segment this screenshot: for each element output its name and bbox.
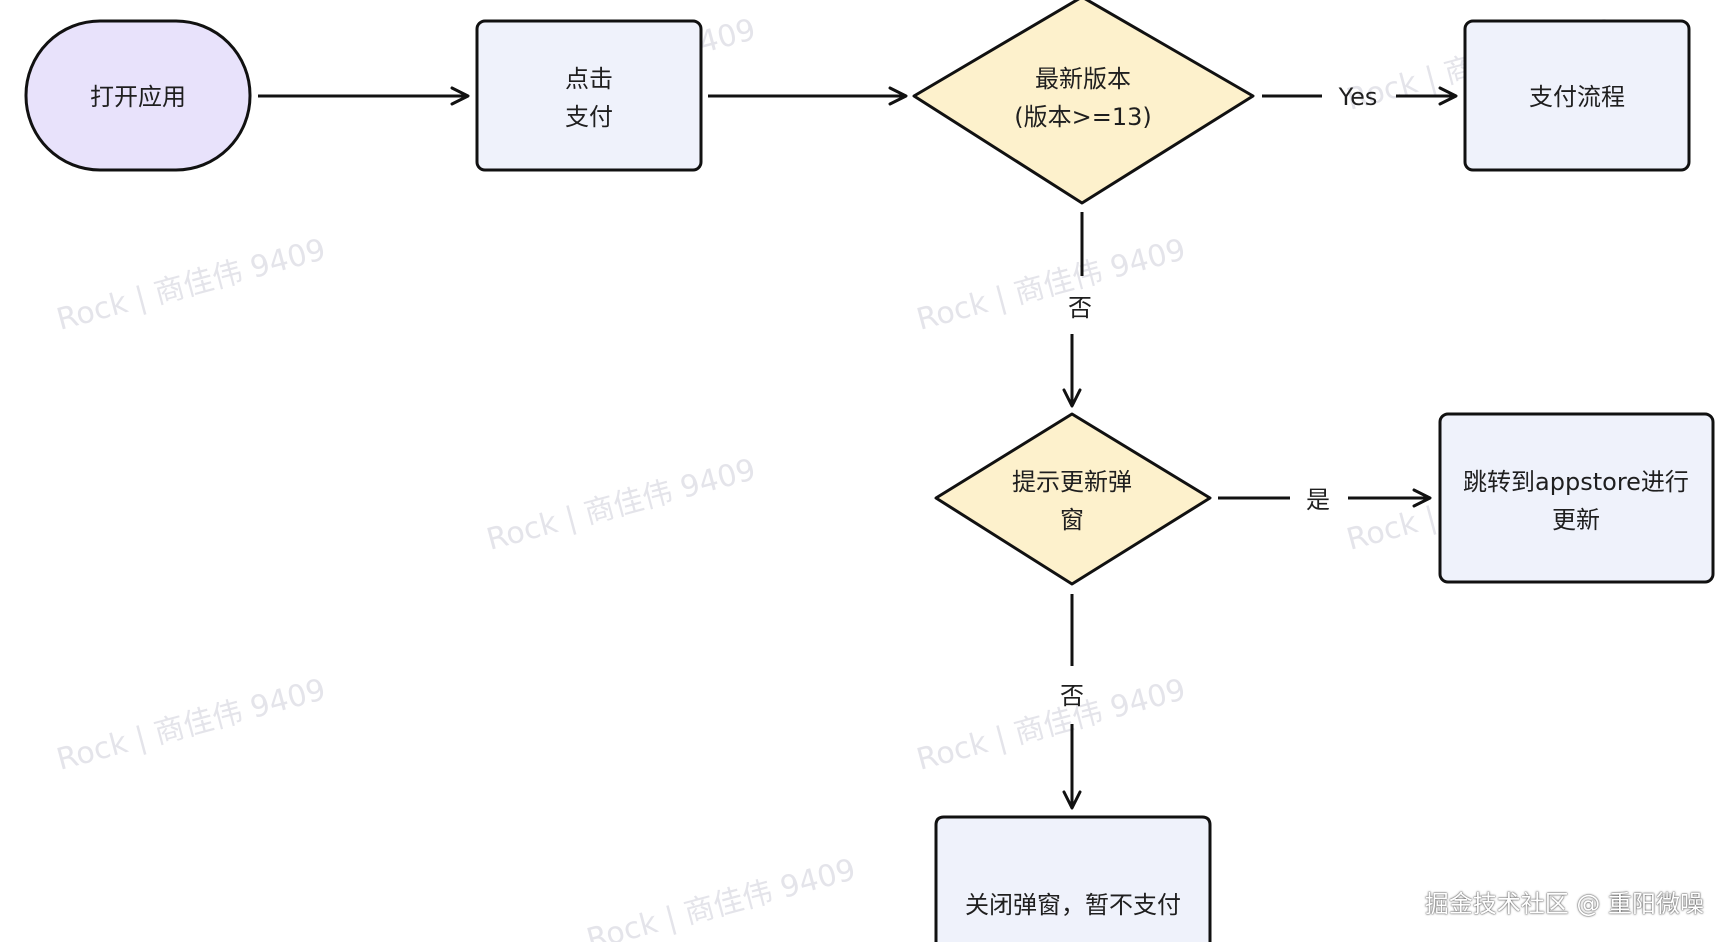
node-pay-flow[interactable]: 支付流程 — [1463, 19, 1691, 172]
watermark: Rock | 商佳伟 9409 — [913, 232, 1189, 337]
decision-shape — [934, 412, 1212, 586]
process-shape — [1463, 19, 1691, 172]
watermark: Rock | 商佳伟 9409 — [583, 852, 859, 942]
node-label-line2: 支付 — [565, 103, 613, 131]
process-shape — [934, 815, 1212, 942]
node-label: 支付流程 — [1529, 83, 1625, 111]
watermarks: Rock | 商佳伟 9409 Rock | 商佳伟 9409 Rock | 商… — [53, 12, 1619, 942]
node-click-pay[interactable]: 点击 支付 — [475, 19, 703, 172]
node-goto-appstore[interactable]: 跳转到appstore进行 更新 — [1438, 412, 1715, 584]
node-label-line1: 跳转到appstore进行 — [1463, 468, 1689, 496]
node-label-line2: (版本>=13) — [1014, 103, 1151, 131]
node-close-popup[interactable]: 关闭弹窗，暂不支付 — [934, 815, 1212, 942]
terminal-shape — [24, 19, 252, 172]
edges — [258, 86, 1458, 810]
process-shape — [475, 19, 703, 172]
node-label-line2: 窗 — [1060, 506, 1084, 534]
edge-label-no-2: 否 — [1060, 682, 1084, 710]
node-label: 关闭弹窗，暂不支付 — [965, 891, 1181, 919]
node-label-line1: 最新版本 — [1035, 65, 1131, 93]
decision-shape — [912, 0, 1255, 205]
watermark: Rock | 商佳伟 9409 — [53, 672, 329, 777]
process-shape — [1438, 412, 1715, 584]
edge-label-yes: Yes — [1338, 83, 1378, 111]
node-label-line2: 更新 — [1552, 506, 1600, 534]
credit-watermark: 掘金技术社区 @ 重阳微噪 — [1424, 890, 1704, 918]
watermark: Rock | 商佳伟 9409 — [483, 452, 759, 557]
node-label-line1: 提示更新弹 — [1012, 468, 1132, 496]
node-update-prompt[interactable]: 提示更新弹 窗 — [934, 412, 1212, 586]
edge-label-no-1: 否 — [1068, 294, 1092, 322]
watermark: Rock | 商佳伟 9409 — [53, 232, 329, 337]
node-open-app[interactable]: 打开应用 — [24, 19, 252, 172]
node-label: 打开应用 — [90, 83, 186, 111]
watermark: Rock | 商佳伟 9409 — [913, 672, 1189, 777]
edge-labels: Yes 否 是 否 — [1060, 83, 1377, 710]
edge-label-is: 是 — [1306, 486, 1330, 514]
node-latest-version[interactable]: 最新版本 (版本>=13) — [912, 0, 1255, 205]
node-label-line1: 点击 — [565, 65, 613, 93]
